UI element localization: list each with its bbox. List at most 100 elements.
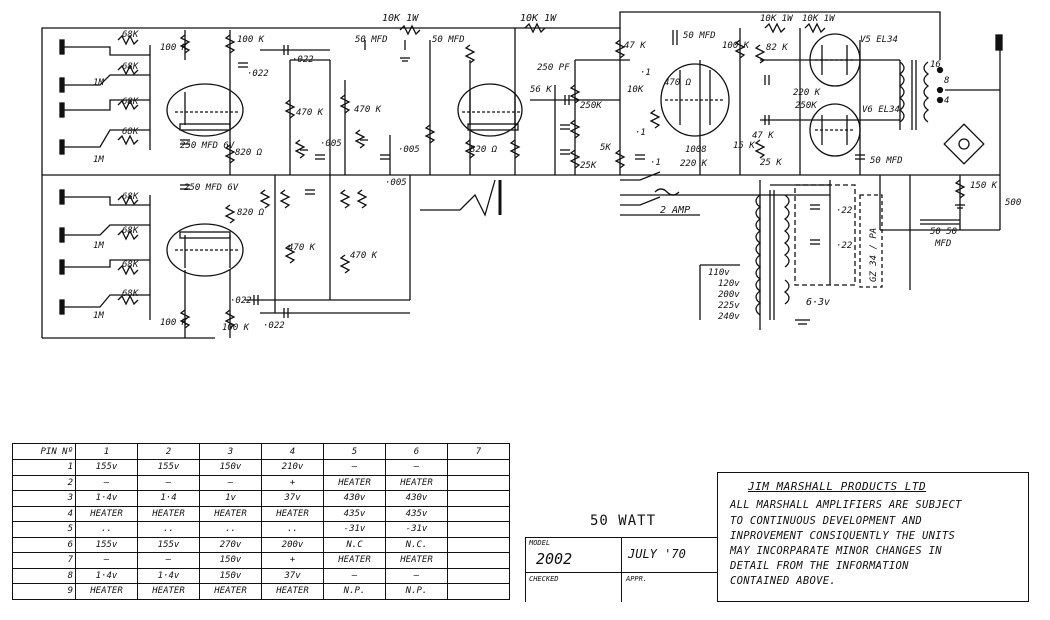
- component-labels: 68K 68K 68K 68K 68K 68K 68K 68K 1M 1M 1M…: [93, 13, 1021, 333]
- pin-number-cell: 4: [12, 505, 76, 522]
- voltage-cell: –: [385, 459, 448, 476]
- table-header-cell: 3: [199, 443, 262, 460]
- voltage-cell: –: [323, 567, 386, 584]
- label-cap250pf: 250 PF: [537, 63, 570, 73]
- label-r68k-7: 68K: [122, 260, 139, 270]
- voltage-cell: HEATER: [323, 552, 386, 569]
- label-cap1-c: ·1: [650, 158, 661, 168]
- voltage-cell: HEATER: [199, 505, 262, 522]
- voltage-cell: 150v: [199, 552, 262, 569]
- voltage-cell: [447, 459, 510, 476]
- label-r500: 500: [1005, 198, 1021, 208]
- label-r1008: 1008: [685, 145, 707, 155]
- label-r10k1w-2: 10K 1W: [520, 13, 557, 24]
- label-r1m-b: 1M: [93, 155, 104, 165]
- voltage-cell: N.P.: [385, 583, 448, 600]
- voltage-cell: +: [261, 552, 324, 569]
- voltage-cell: 150v: [199, 567, 262, 584]
- voltage-cell: 1·4: [137, 490, 200, 507]
- label-cap50mfd-2: 50 MFD: [432, 35, 465, 45]
- label-rect: GZ 34 / PA: [869, 228, 879, 282]
- label-r1m-a: 1M: [93, 78, 104, 88]
- label-cap50mfd-1: 50 MFD: [355, 35, 388, 45]
- voltage-cell: 200v: [261, 536, 324, 553]
- label-r10k1w-4: 10K 1W: [802, 14, 836, 24]
- label-r470: 470 Ω: [664, 78, 692, 88]
- label-cap50mfd-4: 50 MFD: [870, 156, 903, 166]
- table-header-cell: 4: [261, 443, 324, 460]
- voltage-cell: 1·4v: [75, 490, 138, 507]
- wattage-label: 50 WATT: [590, 513, 657, 529]
- output-jack-graphic: [420, 179, 502, 217]
- voltage-cell: HEATER: [323, 474, 386, 491]
- voltage-cell: N.P.: [323, 583, 386, 600]
- label-r68k-3: 68K: [122, 97, 139, 107]
- label-cap22-b: ·22: [836, 241, 852, 251]
- voltage-cell: [447, 521, 510, 538]
- label-cap022-1: ·022: [247, 69, 269, 79]
- voltage-cell: N.C: [323, 536, 386, 553]
- label-mains-240: 240v: [718, 312, 740, 322]
- voltage-cell: –: [137, 552, 200, 569]
- model-title-block: MODEL 2002 JULY '70 CHECKED APPR.: [525, 537, 718, 602]
- amplifier-schematic: 68K 68K 68K 68K 68K 68K 68K 68K 1M 1M 1M…: [41, 11, 1021, 339]
- speaker-jack: [995, 34, 1003, 51]
- label-r220: 220 K: [680, 159, 708, 169]
- voltage-cell: HEATER: [137, 583, 200, 600]
- pin-number-cell: 3: [12, 490, 76, 507]
- table-row: 5........-31v-31v: [12, 521, 510, 538]
- voltage-cell: 435v: [323, 505, 386, 522]
- notice-line: CONTAINED ABOVE.: [730, 575, 836, 587]
- voltage-cell: HEATER: [261, 505, 324, 522]
- label-r1m-d: 1M: [93, 311, 104, 321]
- label-cap022-2: ·022: [292, 55, 314, 65]
- label-r68k-5: 68K: [122, 192, 139, 202]
- voltage-cell: –: [137, 474, 200, 491]
- label-r470k-4: 470 K: [350, 251, 378, 261]
- label-r15k: 15 K: [733, 141, 755, 151]
- voltage-cell: 155v: [75, 536, 138, 553]
- notice-line: MAY INCORPARATE MINOR CHANGES IN: [730, 545, 942, 557]
- mains-transformer: [755, 184, 883, 320]
- company-name: JIM MARSHALL PRODUCTS LTD: [748, 480, 927, 493]
- power-valve-v5: [809, 33, 861, 87]
- pin-number-cell: 5: [12, 521, 76, 538]
- label-r82k: 82 K: [766, 43, 788, 53]
- model-caption: MODEL: [529, 539, 551, 547]
- divider: [621, 538, 622, 602]
- preamp-valve-v3: [457, 83, 523, 137]
- label-out8: 8: [944, 76, 949, 86]
- label-mains-110: 110v: [708, 268, 730, 278]
- notice-line: DETAIL FROM THE INFORMATION: [730, 560, 909, 572]
- voltage-cell: 155v: [137, 459, 200, 476]
- output-transformer: [898, 60, 944, 130]
- label-cap022-4: ·022: [263, 321, 285, 331]
- voltage-cell: –: [75, 474, 138, 491]
- label-cap005-1: ·005: [320, 139, 342, 149]
- pin-number-cell: 2: [12, 474, 76, 491]
- table-header-cell: 5: [323, 443, 386, 460]
- label-r220k: 220 K: [793, 88, 821, 98]
- voltage-cell: HEATER: [199, 583, 262, 600]
- voltage-cell: [447, 474, 510, 491]
- label-cap5050: 50 50: [930, 227, 957, 237]
- voltage-cell: [447, 567, 510, 584]
- label-cap1-b: ·1: [635, 128, 646, 138]
- label-r56k: 56 K: [530, 85, 552, 95]
- label-r820-1: 820 Ω: [235, 148, 263, 158]
- label-r820-2: 820 Ω: [237, 208, 265, 218]
- voltage-cell: –: [385, 567, 448, 584]
- label-out16: 16: [930, 60, 941, 70]
- drawing-date: JULY '70: [628, 547, 686, 561]
- voltage-cell: 1·4v: [137, 567, 200, 584]
- label-cap50mfd-3: 50 MFD: [683, 31, 716, 41]
- voltage-cell: +: [261, 474, 324, 491]
- voltage-cell: [447, 505, 510, 522]
- table-header-cell: PIN Nº: [12, 443, 76, 460]
- pin-number-cell: 6: [12, 536, 76, 553]
- label-cap250-2: 250 MFD 6V: [184, 183, 239, 193]
